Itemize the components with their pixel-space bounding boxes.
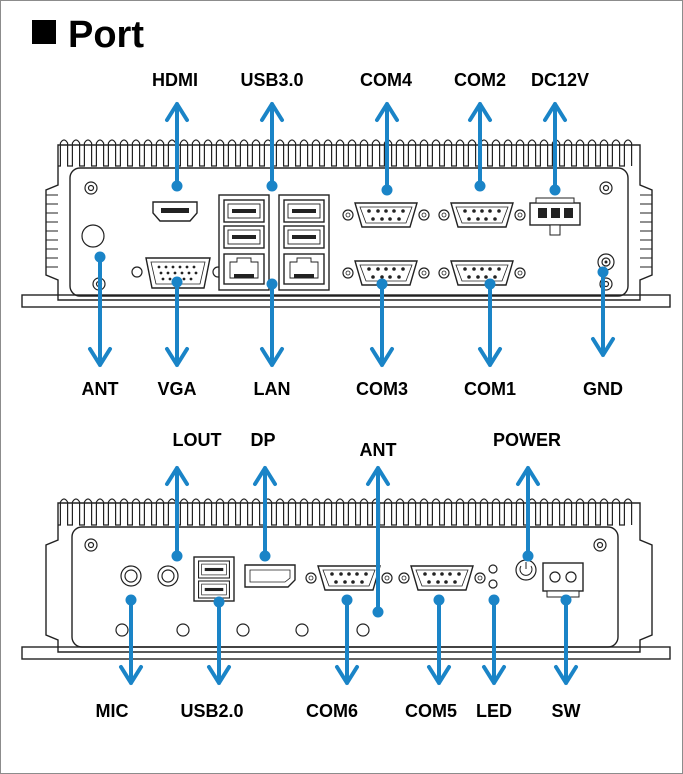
front-label-usb2: USB2.0 xyxy=(180,701,243,721)
ant-rear-arrow xyxy=(88,255,112,367)
hdmi-port-icon xyxy=(152,201,198,222)
com4-arrow xyxy=(375,102,399,192)
mic-arrow-dot xyxy=(125,594,137,606)
dp-arrow xyxy=(253,466,277,558)
com2-port-icon xyxy=(439,203,525,227)
front-label-lout: LOUT xyxy=(173,430,222,450)
dc12v-arrow xyxy=(543,102,567,192)
usb2-port-icon xyxy=(193,556,235,602)
rear-mounting-flange xyxy=(21,294,671,308)
front-label-dp: DP xyxy=(250,430,275,450)
com2-arrow xyxy=(468,102,492,188)
antenna-hole-icon xyxy=(81,224,105,248)
com1-port-icon xyxy=(439,261,525,285)
page-title-text: Port xyxy=(68,14,144,56)
vga-arrow-dot xyxy=(171,276,183,288)
rear-label-ant: ANT xyxy=(82,379,119,399)
com5-arrow-dot xyxy=(433,594,445,606)
rear-label-com2: COM2 xyxy=(454,70,506,90)
rear-label-gnd: GND xyxy=(583,379,623,399)
rear-label-usb3: USB3.0 xyxy=(240,70,303,90)
com4-arrow-dot xyxy=(381,184,393,196)
sw-arrow xyxy=(554,598,578,685)
com5-port-icon xyxy=(399,566,485,590)
gnd-arrow xyxy=(591,270,615,357)
led-arrow xyxy=(482,598,506,685)
rear-label-vga: VGA xyxy=(157,379,196,399)
com3-arrow-dot xyxy=(376,278,388,290)
lan-arrow xyxy=(260,282,284,367)
led-arrow-dot xyxy=(488,594,500,606)
com1-arrow-dot xyxy=(484,278,496,290)
front-chassis-outline xyxy=(45,502,653,653)
mic-arrow xyxy=(119,598,143,685)
rear-faceplate xyxy=(69,167,629,297)
lout-arrow-dot xyxy=(171,550,183,562)
rear-label-com1: COM1 xyxy=(464,379,516,399)
front-label-power: POWER xyxy=(493,430,561,450)
lout-jack-icon xyxy=(157,565,179,587)
sw-terminal-icon xyxy=(542,562,584,598)
rear-label-lan: LAN xyxy=(254,379,291,399)
usb3-arrow xyxy=(260,102,284,186)
lan-arrow-dot xyxy=(266,278,278,290)
rear-chassis-outline xyxy=(45,144,653,301)
ant-rear-arrow-dot xyxy=(94,251,106,263)
heatsink-fin-path xyxy=(58,498,633,526)
com4-port-icon xyxy=(343,203,429,227)
dc12v-arrow-dot xyxy=(549,184,561,196)
rear-label-hdmi: HDMI xyxy=(152,70,198,90)
mic-jack-icon xyxy=(120,565,142,587)
power-arrow xyxy=(516,466,540,558)
rear-label-com3: COM3 xyxy=(356,379,408,399)
com6-arrow xyxy=(335,598,359,685)
hdmi-arrow xyxy=(165,102,189,186)
front-label-com6: COM6 xyxy=(306,701,358,721)
faceplate-hole-row xyxy=(115,623,370,637)
usb3-lan-block-right xyxy=(278,194,330,291)
com5-arrow xyxy=(427,598,451,685)
rear-label-dc12v: DC12V xyxy=(531,70,589,90)
front-heatsink-fins xyxy=(58,498,633,526)
heatsink-fin-path xyxy=(58,139,633,167)
power-arrow-dot xyxy=(522,550,534,562)
dp-port-icon xyxy=(244,564,296,588)
rear-label-com4: COM4 xyxy=(360,70,412,90)
gnd-screw-icon xyxy=(597,253,615,271)
lout-arrow xyxy=(165,466,189,558)
gnd-arrow-dot xyxy=(597,266,609,278)
led-indicator-icon xyxy=(488,564,498,589)
page-title: Port xyxy=(32,16,144,54)
usb2-arrow-dot xyxy=(213,596,225,608)
hdmi-arrow-dot xyxy=(171,180,183,192)
ant-front-arrow-dot xyxy=(372,606,384,618)
com2-arrow-dot xyxy=(474,180,486,192)
dp-arrow-dot xyxy=(259,550,271,562)
dc12v-terminal-icon xyxy=(529,197,581,236)
sw-arrow-dot xyxy=(560,594,572,606)
rear-arrow-group xyxy=(88,102,615,367)
usb3-arrow-dot xyxy=(266,180,278,192)
bullet-square-icon xyxy=(32,20,56,44)
usb3-lan-block-left xyxy=(218,194,270,291)
usb2-arrow xyxy=(207,600,231,685)
com1-arrow xyxy=(478,282,502,367)
com3-arrow xyxy=(370,282,394,367)
com6-arrow-dot xyxy=(341,594,353,606)
front-label-led: LED xyxy=(476,701,512,721)
power-button-icon xyxy=(515,559,537,581)
vga-arrow xyxy=(165,280,189,367)
front-label-com5: COM5 xyxy=(405,701,457,721)
ant-front-arrow xyxy=(366,466,390,614)
rear-heatsink-fins xyxy=(46,139,652,268)
front-arrow-group xyxy=(119,466,578,685)
front-label-sw: SW xyxy=(552,701,581,721)
front-label-ant: ANT xyxy=(360,440,397,460)
front-label-mic: MIC xyxy=(96,701,129,721)
